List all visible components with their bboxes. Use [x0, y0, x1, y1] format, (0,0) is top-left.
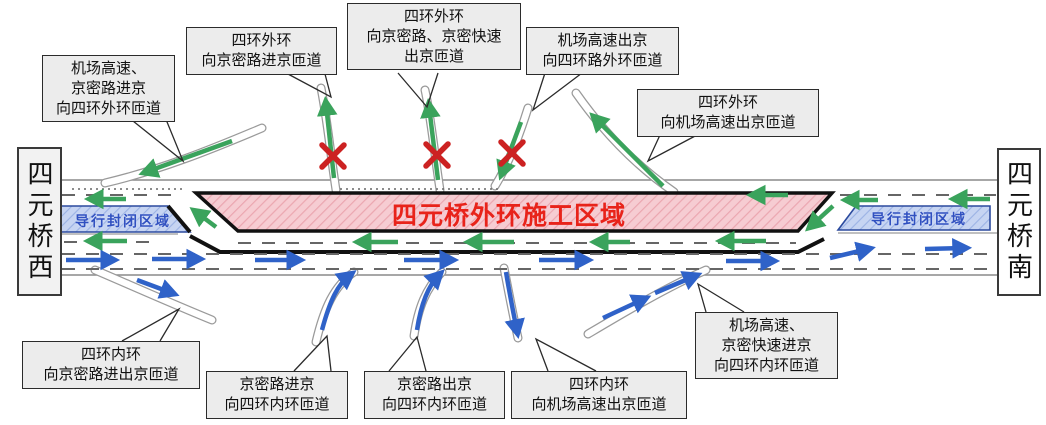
blue-arrows	[66, 237, 973, 339]
callout-airport-jingmi-inbound-to-inner-ring: 机场高速、 京密快速进京 向四环内环匝道	[695, 312, 838, 380]
callout-jingmi-inbound-to-inner-ring: 京密路进京 向四环内环匝道	[206, 371, 348, 419]
closed-zone-right-shape	[836, 205, 991, 231]
callout-inner-ring-to-airport-outbound: 四环内环 向机场高速出京匝道	[511, 371, 687, 419]
lane-dashes	[62, 188, 996, 270]
construction-zone-shape	[191, 191, 836, 233]
closed-zone-right-label: 导行封闭区域	[871, 211, 967, 227]
callout-outer-ring-to-jingmi-inbound: 四环外环 向京密路进京匝道	[186, 27, 337, 75]
callout-inner-ring-to-jingmi: 四环内环 向京密路进出京匝道	[22, 341, 200, 389]
callout-jingmi-outbound-to-inner-ring: 京密路出京 向四环内环匝道	[364, 371, 505, 419]
location-box-siyuanqiao-west: 四元桥西	[17, 147, 62, 296]
closed-ramp-x-marks	[319, 139, 526, 170]
closed-zone-left-label: 导行封闭区域	[75, 213, 171, 229]
barrier-lines	[166, 204, 825, 254]
callout-airport-jingmi-inbound-to-outer-ring: 机场高速、 京密路进京 向四环外环匝道	[42, 55, 175, 123]
location-box-siyuanqiao-south: 四元桥南	[997, 148, 1041, 296]
callout-airport-outbound-to-outer-ring: 机场高速出京 向四环路外环匝道	[526, 27, 679, 75]
callout-outer-ring-to-airport-outbound: 四环外环 向机场高速出京匝道	[637, 89, 819, 137]
construction-zone-label: 四元桥外环施工区域	[392, 202, 627, 230]
callout-outer-ring-to-jingmi-outbound: 四环外环 向京密路、京密快速 出京匝道	[347, 3, 521, 71]
callout-leaders	[121, 72, 745, 372]
green-arrows	[82, 95, 990, 253]
